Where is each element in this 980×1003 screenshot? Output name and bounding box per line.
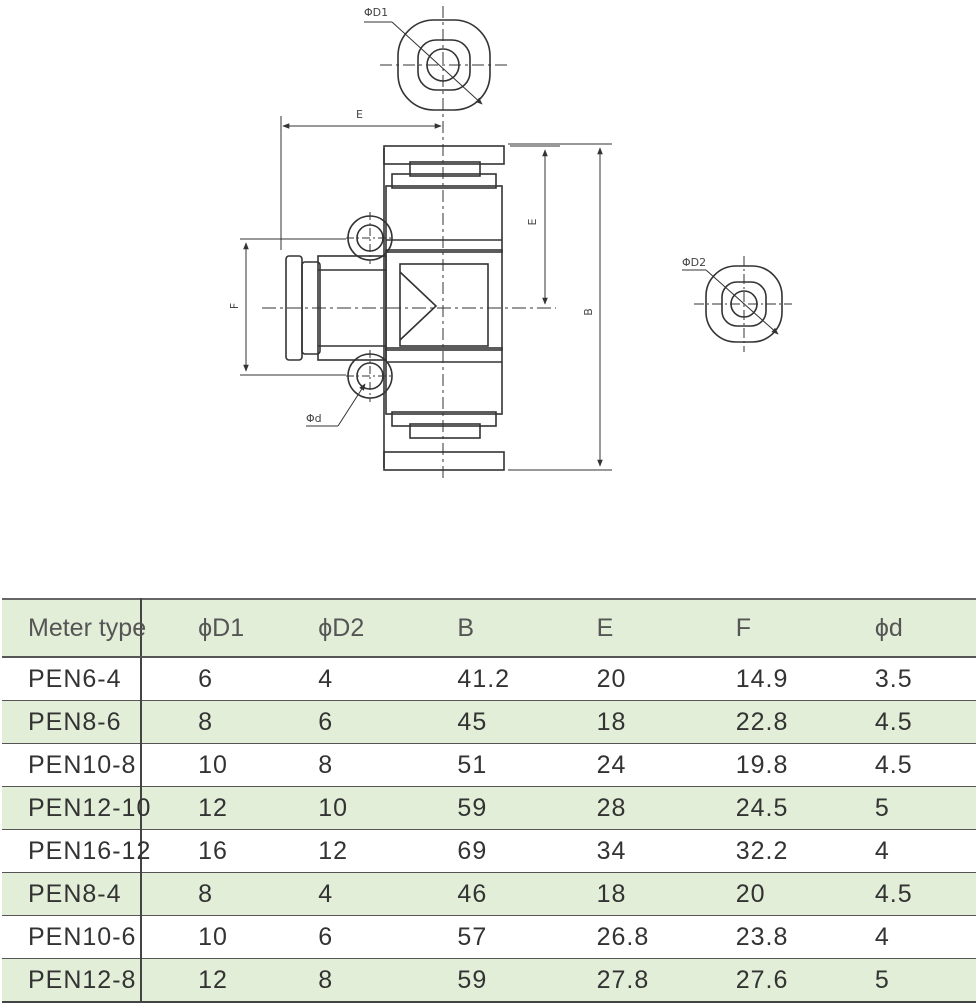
cell-d: 4.5 [836,872,976,916]
cell-d1: 8 [141,872,281,916]
cell-model: PEN12-10 [2,786,150,830]
header-f: F [697,598,837,658]
cell-e: 24 [558,743,698,787]
mounting-lug-bottom [346,350,394,402]
cell-d: 4.5 [836,743,976,787]
mounting-lug-top [346,212,394,264]
drawing-svg: ΦD1 E E F B ΦD2 Φd [228,6,792,480]
cell-model: PEN8-6 [2,700,143,744]
cell-b: 45 [419,700,559,744]
cell-b: 69 [419,829,559,873]
cell-model: PEN8-4 [2,872,143,916]
header-d2: ϕD2 [280,598,420,658]
cell-e: 18 [558,872,698,916]
cell-model: PEN6-4 [2,657,143,701]
cell-d: 4 [836,829,976,873]
header-d1: ϕD1 [141,598,281,658]
fitting-drawing: ΦD1 E E F B ΦD2 Φd [228,6,792,480]
cell-f: 14.9 [697,657,837,701]
b-dimension [508,143,612,471]
d2-end-view [682,256,792,352]
cell-e: 20 [558,657,698,701]
cell-d1: 12 [141,786,281,830]
e-side-dimension [510,145,560,305]
tee-body [383,145,505,471]
cell-d: 3.5 [836,657,976,701]
cell-f: 22.8 [697,700,837,744]
cell-f: 19.8 [697,743,837,787]
cell-b: 46 [419,872,559,916]
e-top-dimension [280,116,442,250]
cell-d1: 10 [141,743,281,787]
cell-d2: 10 [280,786,420,830]
cell-d2: 6 [280,915,420,959]
cell-d1: 8 [141,700,281,744]
cell-b: 57 [419,915,559,959]
b-label: B [582,308,595,316]
cell-d2: 12 [280,829,420,873]
cell-f: 20 [697,872,837,916]
cell-d1: 12 [141,958,281,1003]
cell-model: PEN12-8 [2,958,143,1003]
table-header-row: Meter type ϕD1 ϕD2 B E F ϕd [2,598,976,658]
cell-model: PEN10-6 [2,915,143,959]
header-meter-type: Meter type [2,598,146,658]
cell-e: 27.8 [558,958,698,1003]
cell-d2: 4 [280,657,420,701]
cell-f: 24.5 [697,786,837,830]
cell-d: 5 [836,786,976,830]
cell-d: 4.5 [836,700,976,744]
cell-model: PEN16-12 [2,829,150,873]
cell-b: 59 [419,786,559,830]
header-d: ϕd [836,598,976,658]
cell-f: 27.6 [697,958,837,1003]
d-leader [306,383,366,427]
f-label: F [228,303,241,309]
cell-d1: 6 [141,657,281,701]
cell-b: 59 [419,958,559,1003]
e-top-label: E [356,108,363,121]
cell-e: 28 [558,786,698,830]
cell-f: 23.8 [697,915,837,959]
f-dimension [240,238,346,376]
cell-f: 32.2 [697,829,837,873]
cell-d2: 6 [280,700,420,744]
header-b: B [419,598,559,658]
cell-e: 34 [558,829,698,873]
cell-d1: 16 [141,829,281,873]
d1-label: ΦD1 [364,6,388,19]
cell-b: 41.2 [419,657,559,701]
d1-end-view [364,6,510,480]
header-e: E [558,598,698,658]
cell-d2: 8 [280,958,420,1003]
cell-b: 51 [419,743,559,787]
cell-d2: 8 [280,743,420,787]
cell-e: 26.8 [558,915,698,959]
cell-e: 18 [558,700,698,744]
cell-model: PEN10-8 [2,743,143,787]
cell-d: 4 [836,915,976,959]
d-label: Φd [306,412,322,425]
cell-d1: 10 [141,915,281,959]
d2-label: ΦD2 [682,256,706,269]
e-side-label: E [526,218,539,225]
cell-d2: 4 [280,872,420,916]
cell-d: 5 [836,958,976,1003]
